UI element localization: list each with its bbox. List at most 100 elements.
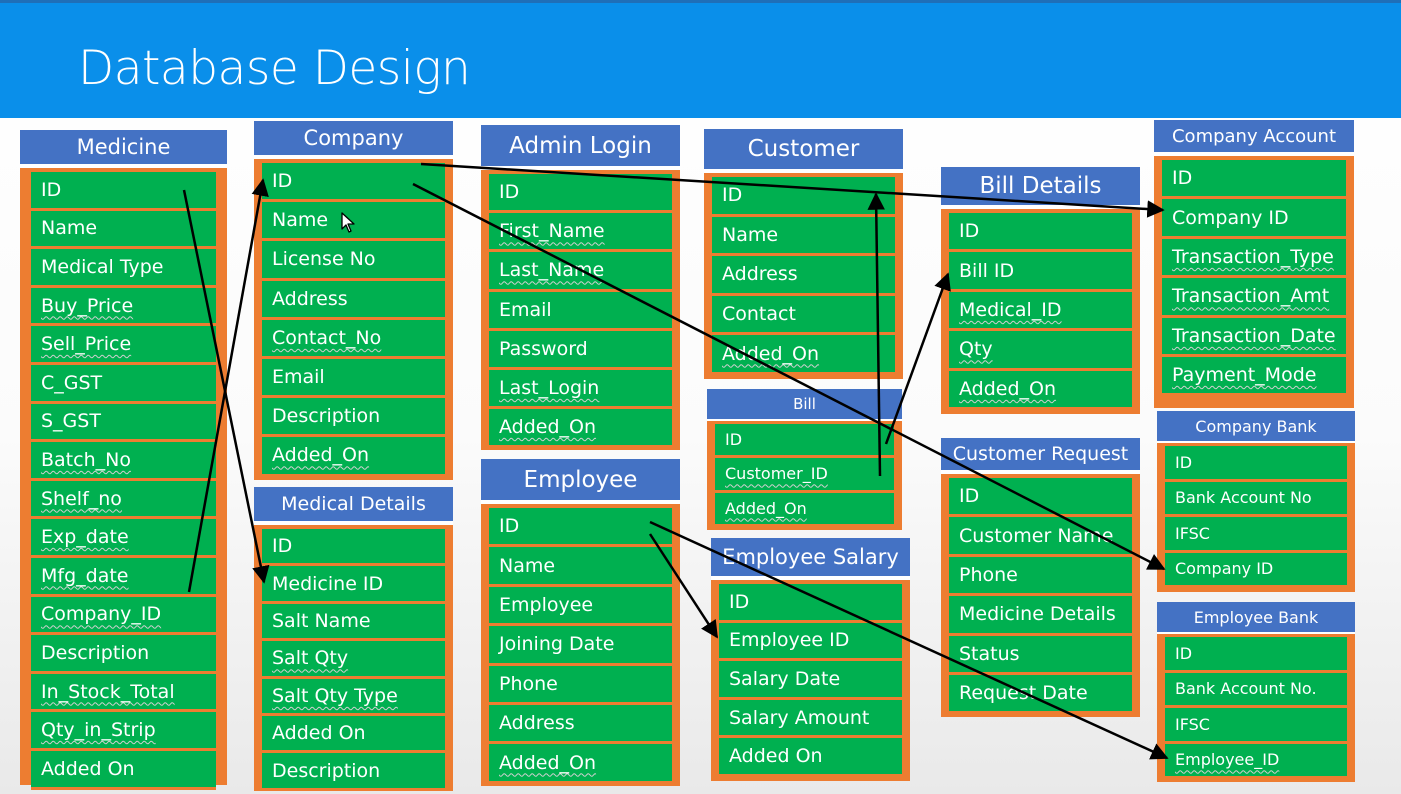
- field-added-on: Added On: [262, 715, 445, 754]
- field-employee: Employee: [489, 586, 672, 627]
- table-bill-details-body: ID Bill ID Medical_ID Qty Added_On: [941, 209, 1140, 414]
- field-customer-id: Customer_ID: [715, 458, 894, 493]
- field-ifsc: IFSC: [1165, 517, 1347, 553]
- table-company-body: ID Name License No Address Contact_No Em…: [254, 159, 453, 480]
- table-company-account-body: ID Company ID Transaction_Type Transacti…: [1154, 156, 1354, 408]
- field-description: Description: [262, 398, 445, 438]
- field-medicine-id: Medicine ID: [262, 566, 445, 604]
- field-email: Email: [489, 291, 672, 331]
- field-id: ID: [715, 424, 894, 459]
- table-bill-details-header: Bill Details: [941, 167, 1140, 209]
- field-id: ID: [712, 177, 895, 217]
- field-c-gst: C_GST: [31, 364, 216, 404]
- field-request-date: Request Date: [949, 674, 1132, 715]
- field-salt-qty: Salt Qty: [262, 641, 445, 679]
- field-added-on: Added_On: [262, 437, 445, 477]
- field-sell-price: Sell_Price: [31, 326, 216, 365]
- table-medical-details-body: ID Medicine ID Salt Name Salt Qty Salt Q…: [254, 525, 453, 791]
- table-admin-login: Admin Login ID First_Name Last_Name Emai…: [481, 125, 680, 450]
- table-company-bank: Company Bank ID Bank Account No IFSC Com…: [1157, 411, 1355, 592]
- table-company-account: Company Account ID Company ID Transactio…: [1154, 120, 1354, 408]
- field-in-stock-total: In_Stock_Total: [31, 673, 216, 713]
- field-bank-account-no: Bank Account No.: [1165, 672, 1347, 708]
- table-company-bank-body: ID Bank Account No IFSC Company ID: [1157, 443, 1355, 592]
- field-transaction-amt: Transaction_Amt: [1162, 278, 1346, 318]
- table-customer-request: Customer Request ID Customer Name Phone …: [941, 438, 1140, 717]
- field-shelf-no: Shelf_no: [31, 480, 216, 520]
- field-salt-qty-type: Salt Qty Type: [262, 678, 445, 716]
- table-customer-request-header: Customer Request: [941, 438, 1140, 474]
- field-status: Status: [949, 635, 1132, 675]
- table-customer-header: Customer: [704, 129, 903, 173]
- field-added-on: Added On: [31, 750, 216, 790]
- field-contact: Contact: [712, 295, 895, 336]
- field-name: Name: [489, 547, 672, 587]
- field-id: ID: [1165, 637, 1347, 673]
- table-bill: Bill ID Customer_ID Added_On: [707, 389, 902, 530]
- field-id: ID: [1162, 160, 1346, 200]
- field-employee-id: Employee_ID: [1165, 743, 1347, 779]
- field-id: ID: [31, 172, 216, 211]
- field-contact-no: Contact_No: [262, 319, 445, 359]
- table-company-bank-header: Company Bank: [1157, 411, 1355, 443]
- field-salt-name: Salt Name: [262, 603, 445, 642]
- field-password: Password: [489, 330, 672, 370]
- table-bill-header: Bill: [707, 389, 902, 421]
- field-batch-no: Batch_No: [31, 442, 216, 481]
- field-added-on: Added_On: [715, 492, 894, 527]
- field-id: ID: [949, 213, 1132, 253]
- table-company-header: Company: [254, 121, 453, 159]
- table-medical-details-header: Medical Details: [254, 487, 453, 525]
- slide-header: Database Design: [0, 0, 1401, 118]
- table-medical-details: Medical Details ID Medicine ID Salt Name…: [254, 487, 453, 791]
- mouse-cursor-icon: [341, 212, 355, 233]
- table-customer-body: ID Name Address Contact Added_On: [704, 173, 903, 379]
- field-description: Description: [31, 635, 216, 674]
- field-added-on: Added_On: [712, 335, 895, 375]
- table-admin-login-header: Admin Login: [481, 125, 680, 170]
- field-exp-date: Exp_date: [31, 519, 216, 558]
- table-bill-body: ID Customer_ID Added_On: [707, 421, 902, 530]
- field-customer-name: Customer Name: [949, 517, 1132, 557]
- field-payment-mode: Payment_Mode: [1162, 356, 1346, 397]
- field-email: Email: [262, 358, 445, 399]
- field-joining-date: Joining Date: [489, 626, 672, 666]
- field-medicine-details: Medicine Details: [949, 596, 1132, 636]
- field-id: ID: [262, 529, 445, 567]
- table-admin-login-body: ID First_Name Last_Name Email Password L…: [481, 170, 680, 450]
- table-company-account-header: Company Account: [1154, 120, 1354, 156]
- field-id: ID: [262, 163, 445, 203]
- field-company-id: Company ID: [1165, 552, 1347, 588]
- table-medicine-header: Medicine: [20, 130, 227, 168]
- field-salary-date: Salary Date: [719, 661, 902, 700]
- field-salary-amount: Salary Amount: [719, 699, 902, 739]
- field-license-no: License No: [262, 241, 445, 281]
- field-last-login: Last_Login: [489, 369, 672, 410]
- table-employee-body: ID Name Employee Joining Date Phone Addr…: [481, 504, 680, 786]
- field-bank-account-no: Bank Account No: [1165, 481, 1347, 517]
- slide-title: Database Design: [78, 41, 471, 96]
- table-employee-salary-header: Employee Salary: [711, 538, 910, 580]
- field-last-name: Last_Name: [489, 252, 672, 292]
- table-employee-bank-header: Employee Bank: [1157, 602, 1355, 634]
- field-id: ID: [1165, 446, 1347, 482]
- field-medical-type: Medical Type: [31, 249, 216, 288]
- field-added-on: Added_On: [949, 370, 1132, 410]
- field-id: ID: [719, 584, 902, 623]
- field-qty: Qty: [949, 331, 1132, 371]
- field-id: ID: [489, 508, 672, 548]
- field-phone: Phone: [949, 556, 1132, 597]
- field-medical-id: Medical_ID: [949, 291, 1132, 332]
- field-employee-id: Employee ID: [719, 622, 902, 662]
- table-employee: Employee ID Name Employee Joining Date P…: [481, 459, 680, 786]
- table-employee-salary: Employee Salary ID Employee ID Salary Da…: [711, 538, 910, 781]
- field-address: Address: [262, 280, 445, 320]
- field-qty-in-strip: Qty_in_Strip: [31, 712, 216, 751]
- field-added-on: Added_On: [489, 744, 672, 784]
- field-company-id: Company_ID: [31, 596, 216, 636]
- table-employee-salary-body: ID Employee ID Salary Date Salary Amount…: [711, 580, 910, 781]
- table-medicine-body: ID Name Medical Type Buy_Price Sell_Pric…: [20, 168, 227, 790]
- table-customer: Customer ID Name Address Contact Added_O…: [704, 129, 903, 379]
- field-name: Name: [712, 216, 895, 257]
- field-transaction-type: Transaction_Type: [1162, 238, 1346, 279]
